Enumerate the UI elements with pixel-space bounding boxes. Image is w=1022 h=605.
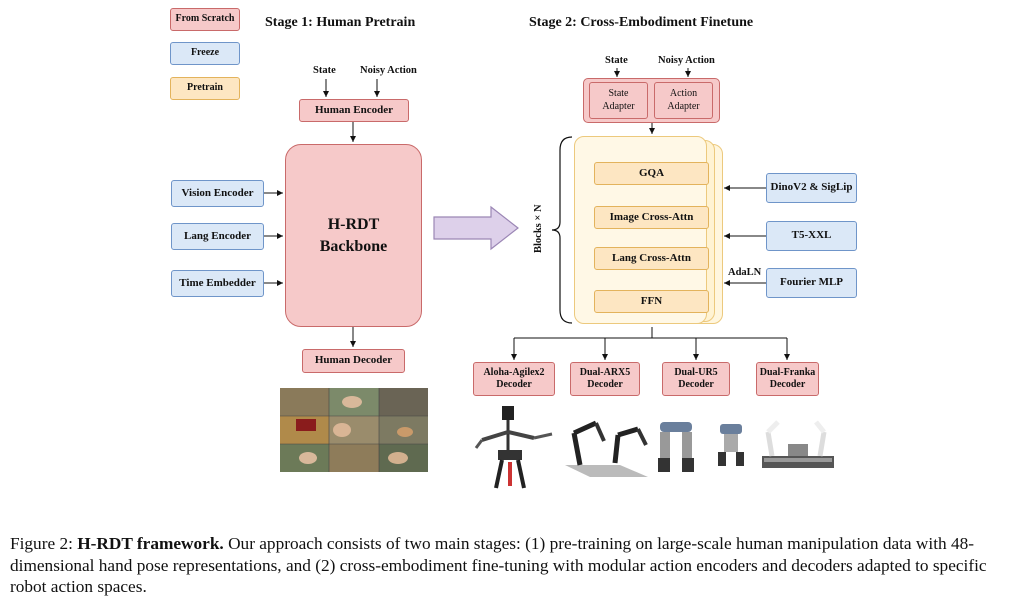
lang-encoder-box: Lang Encoder	[171, 223, 264, 250]
dinov2-siglip-box: DinoV2 & SigLip	[766, 173, 857, 203]
stage2-state-label: State	[605, 55, 628, 66]
ffn-box: FFN	[594, 290, 709, 313]
decoder-name: Aloha-Agilex2	[483, 366, 545, 378]
decoder-suffix: Decoder	[496, 379, 532, 390]
stage1-title: Stage 1: Human Pretrain	[265, 15, 416, 30]
stage2-noisy-action-label: Noisy Action	[658, 55, 715, 66]
dual-ur5-gripper-image	[718, 424, 744, 466]
action-adapter-line2: Adapter	[667, 100, 700, 112]
image-cross-attn-box: Image Cross-Attn	[594, 206, 709, 229]
stage1-noisy-action-label: Noisy Action	[360, 65, 417, 76]
human-hand-frames-image	[280, 388, 428, 472]
state-adapter-line2: Adapter	[602, 100, 635, 112]
decoder-dual-arx5: Dual-ARX5 Decoder	[570, 362, 640, 396]
decoder-name: Dual-UR5	[674, 366, 718, 378]
human-decoder-box: Human Decoder	[302, 349, 405, 373]
decoder-name: Dual-Franka	[759, 366, 816, 378]
legend-pretrain: Pretrain	[170, 77, 240, 100]
t5-xxl-box: T5-XXL	[766, 221, 857, 251]
stage2-title: Stage 2: Cross-Embodiment Finetune	[529, 15, 754, 30]
backbone-title-line2: Backbone	[319, 237, 388, 255]
dual-franka-robot-image	[762, 420, 834, 468]
state-adapter-line1: State	[608, 88, 629, 99]
human-encoder-box: Human Encoder	[299, 99, 409, 122]
stage1-state-label: State	[313, 65, 336, 76]
action-adapter-box: Action Adapter	[654, 82, 713, 119]
stage-transition-arrow	[433, 205, 519, 251]
figure-caption: Figure 2: H-RDT framework. Our approach …	[10, 533, 1015, 598]
decoder-aloha-agilex2: Aloha-Agilex2 Decoder	[473, 362, 555, 396]
aloha-agilex2-robot-image	[474, 406, 553, 489]
backbone-title-line1: H-RDT	[327, 215, 380, 233]
hrdt-backbone-box: H-RDT Backbone	[285, 144, 422, 327]
dual-ur5-robot-image	[658, 422, 694, 472]
time-embedder-box: Time Embedder	[171, 270, 264, 297]
legend-freeze: Freeze	[170, 42, 240, 65]
caption-bold: H-RDT framework.	[77, 534, 224, 553]
dual-arx5-robot-image	[565, 420, 648, 477]
legend-from-scratch: From Scratch	[170, 8, 240, 31]
blocks-count-label: Blocks × N	[533, 204, 544, 253]
state-adapter-box: State Adapter	[589, 82, 648, 119]
action-adapter-line1: Action	[669, 88, 698, 99]
decoder-name: Dual-ARX5	[579, 366, 631, 378]
fourier-mlp-box: Fourier MLP	[766, 268, 857, 298]
decoder-dual-ur5: Dual-UR5 Decoder	[662, 362, 730, 396]
decoder-suffix: Decoder	[769, 379, 806, 390]
adaln-label: AdaLN	[728, 267, 762, 278]
caption-prefix: Figure 2:	[10, 534, 78, 553]
lang-cross-attn-box: Lang Cross-Attn	[594, 247, 709, 270]
blocks-brace	[551, 136, 573, 324]
gqa-box: GQA	[594, 162, 709, 185]
human-video-frames	[280, 388, 428, 472]
vision-encoder-box: Vision Encoder	[171, 180, 264, 207]
caption-text: Our approach consists of two main stages…	[10, 534, 987, 596]
decoder-suffix: Decoder	[678, 379, 714, 390]
decoder-dual-franka: Dual-Franka Decoder	[756, 362, 819, 396]
decoder-suffix: Decoder	[587, 379, 623, 390]
